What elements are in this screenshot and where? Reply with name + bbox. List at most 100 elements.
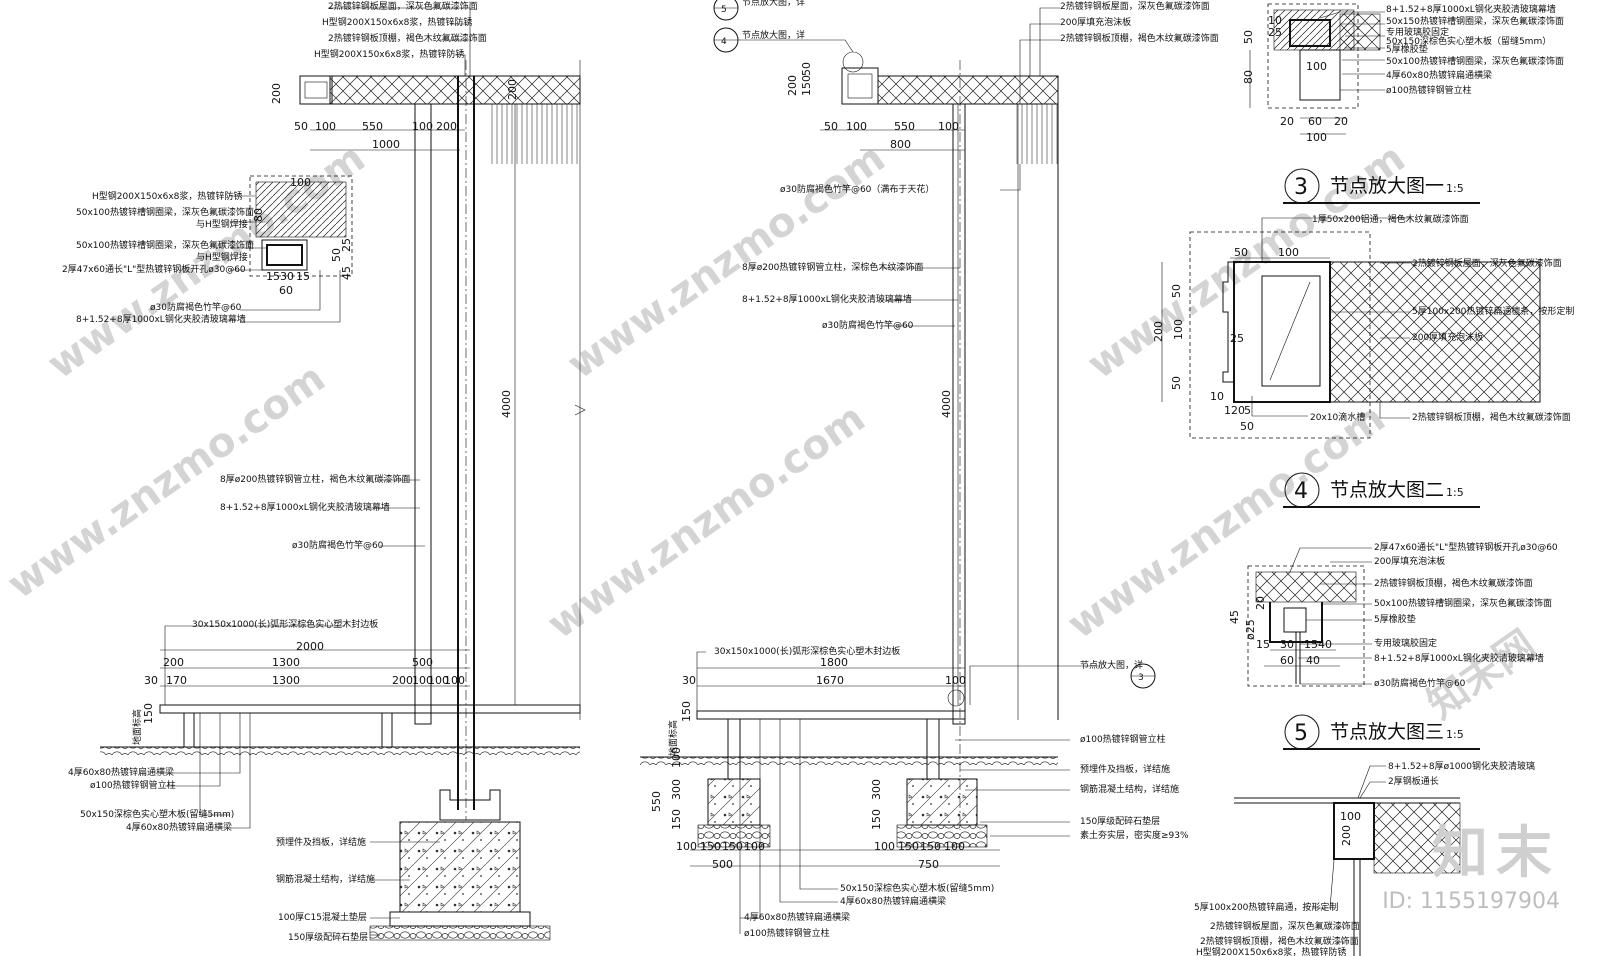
svg-text:ø30防腐褐色竹竿@60: ø30防腐褐色竹竿@60 xyxy=(822,319,914,331)
svg-text:100: 100 xyxy=(676,840,697,853)
svg-text:ø100热镀锌钢管立柱: ø100热镀锌钢管立柱 xyxy=(1080,733,1166,745)
brand-watermark: 知末 ID: 1155197904 xyxy=(1382,808,1560,914)
svg-text:500: 500 xyxy=(412,656,433,669)
svg-text:50x100热镀锌槽钢圈梁，深灰色氟碳漆饰面: 50x100热镀锌槽钢圈梁，深灰色氟碳漆饰面 xyxy=(1374,597,1552,609)
elevation-1: 2热镀锌钢板屋面，深灰色氟碳漆饰面 H型钢200X150x6x8浆，热镀锌防锈 … xyxy=(62,0,586,943)
svg-text:节点放大图，详: 节点放大图，详 xyxy=(1080,659,1143,671)
svg-text:8+1.52+8厚ø1000钢化夹胶清玻璃: 8+1.52+8厚ø1000钢化夹胶清玻璃 xyxy=(1388,760,1535,772)
svg-text:1厚50x200铝通，褐色木纹氟碳漆饰面: 1厚50x200铝通，褐色木纹氟碳漆饰面 xyxy=(1312,213,1469,225)
svg-text:200厚填充泡沫板: 200厚填充泡沫板 xyxy=(1374,555,1445,567)
elevation-2: 2热镀锌钢板屋面，深灰色氟碳漆饰面 200厚填充泡沫板 2热镀锌钢板顶棚，褐色木… xyxy=(640,0,1219,939)
svg-text:1300: 1300 xyxy=(272,656,300,669)
ceiling-bamboo-2 xyxy=(1015,104,1060,164)
svg-text:1300: 1300 xyxy=(272,674,300,687)
elevation-2-dims: 50 150 200 50 100 550 100 800 4000 1800 … xyxy=(650,62,966,871)
svg-text:100: 100 xyxy=(670,747,683,768)
deck-1 xyxy=(159,704,581,714)
svg-text:15: 15 xyxy=(266,270,280,283)
svg-text:钢筋混凝土结构，详结施: 钢筋混凝土结构，详结施 xyxy=(1080,783,1179,795)
svg-text:100: 100 xyxy=(744,840,765,853)
svg-text:750: 750 xyxy=(918,858,939,871)
svg-text:1670: 1670 xyxy=(816,674,844,687)
svg-text:550: 550 xyxy=(362,120,383,133)
elevation-1-dims: 200 50 100 550 100 200 1000 200 100 80 6… xyxy=(142,79,519,724)
note: 50x100热镀锌槽钢圈梁，深灰色氟碳漆饰面 xyxy=(76,206,254,218)
detail-5-title: 节点放大图三 xyxy=(1330,721,1444,743)
svg-text:150: 150 xyxy=(722,840,743,853)
svg-text:550: 550 xyxy=(650,791,663,812)
note: 150厚级配碎石垫层 xyxy=(288,931,368,943)
note: 2热镀锌钢板顶棚，褐色木纹氟碳漆饰面 xyxy=(328,32,487,44)
note: 50x100热镀锌槽钢圈梁，深灰色氟碳漆饰面 xyxy=(76,239,254,251)
svg-text:10: 10 xyxy=(1268,14,1282,27)
svg-text:50: 50 xyxy=(1170,376,1183,390)
svg-text:20: 20 xyxy=(1334,115,1348,128)
svg-text:30x150x1000(长)弧形深棕色实心塑木封边板: 30x150x1000(长)弧形深棕色实心塑木封边板 xyxy=(714,645,900,657)
svg-text:ø30防腐褐色竹竿@60: ø30防腐褐色竹竿@60 xyxy=(1374,677,1466,689)
svg-text:2厚钢板通长: 2厚钢板通长 xyxy=(1388,775,1439,787)
svg-text:100: 100 xyxy=(412,674,433,687)
note: 4厚60x80热镀锌扁通横梁 xyxy=(68,766,174,778)
svg-text:50: 50 xyxy=(1234,246,1248,259)
svg-text:100: 100 xyxy=(846,120,867,133)
svg-text:2热镀锌钢板屋面，深灰色氟碳漆饰面: 2热镀锌钢板屋面，深灰色氟碳漆饰面 xyxy=(1060,0,1210,12)
svg-text:50: 50 xyxy=(1240,420,1254,433)
glass-wall-2 xyxy=(952,103,966,725)
svg-text:25: 25 xyxy=(1268,26,1282,39)
ground-gravel-1 xyxy=(100,747,580,755)
svg-text:预埋件及挡板，详结施: 预埋件及挡板，详结施 xyxy=(1080,763,1170,775)
level-label: 地面标高 xyxy=(131,709,143,745)
svg-text:100: 100 xyxy=(874,840,895,853)
svg-text:专用玻璃胶固定: 专用玻璃胶固定 xyxy=(1386,26,1449,38)
note: ø30防腐褐色竹竿@60 xyxy=(150,301,242,313)
svg-text:5厚橡胶垫: 5厚橡胶垫 xyxy=(1374,613,1416,625)
watermark-site-6: www.znzmo.com xyxy=(1059,395,1393,648)
svg-text:50: 50 xyxy=(1170,284,1183,298)
svg-text:5厚100x200热镀锌扁通檩条，按形定制: 5厚100x200热镀锌扁通檩条，按形定制 xyxy=(1412,305,1574,317)
brand-logo: 知末 xyxy=(1432,821,1560,886)
svg-text:150厚级配碎石垫层: 150厚级配碎石垫层 xyxy=(1080,815,1160,827)
svg-text:45: 45 xyxy=(340,266,353,280)
svg-text:150: 150 xyxy=(870,809,883,830)
svg-text:170: 170 xyxy=(166,674,187,687)
svg-text:专用玻璃胶固定: 专用玻璃胶固定 xyxy=(1374,637,1437,649)
svg-text:ø100热镀锌钢管立柱: ø100热镀锌钢管立柱 xyxy=(1386,84,1472,96)
svg-text:20: 20 xyxy=(1254,596,1267,610)
svg-text:30: 30 xyxy=(682,674,696,687)
svg-text:4000: 4000 xyxy=(500,390,513,418)
svg-text:8+1.52+8厚1000xL钢化夹胶清玻璃幕墙: 8+1.52+8厚1000xL钢化夹胶清玻璃幕墙 xyxy=(1386,3,1556,15)
svg-text:120: 120 xyxy=(1224,404,1245,417)
svg-text:节点放大图，详: 节点放大图，详 xyxy=(742,0,805,8)
svg-text:5: 5 xyxy=(1294,721,1308,746)
svg-text:50: 50 xyxy=(294,120,308,133)
svg-text:节点放大图，详: 节点放大图，详 xyxy=(742,29,805,41)
svg-text:30: 30 xyxy=(280,270,294,283)
svg-text:4厚60x80热镀锌扁通横梁: 4厚60x80热镀锌扁通横梁 xyxy=(744,911,850,923)
detail-3-title: 节点放大图一 xyxy=(1330,175,1444,197)
svg-text:50: 50 xyxy=(800,62,813,76)
svg-text:200: 200 xyxy=(506,79,519,100)
svg-text:50x100热镀锌槽钢圈梁，深灰色氟碳漆饰面: 50x100热镀锌槽钢圈梁，深灰色氟碳漆饰面 xyxy=(1386,55,1564,67)
svg-text:2000: 2000 xyxy=(296,640,324,653)
callout-numbers: 5 4 3 xyxy=(721,5,1144,683)
note: 8厚ø200热镀锌钢管立柱，褐色木纹氟碳漆饰面 xyxy=(220,473,410,485)
svg-text:8厚ø200热镀锌钢管立柱，深棕色木纹漆饰面: 8厚ø200热镀锌钢管立柱，深棕色木纹漆饰面 xyxy=(742,261,923,273)
watermark-site-3: www.znzmo.com xyxy=(559,135,893,388)
svg-text:4000: 4000 xyxy=(940,390,953,418)
detail-bubble-1 xyxy=(249,175,353,277)
note: 钢筋混凝土结构，详结施 xyxy=(276,873,375,885)
detail-3: 3 节点放大图一 1:5 1厚50x200铝通，褐色木纹氟碳漆饰面 2热镀锌钢板… xyxy=(1152,168,1574,439)
svg-text:地面标高: 地面标高 xyxy=(667,720,679,756)
svg-text:100: 100 xyxy=(1172,319,1185,340)
svg-text:4: 4 xyxy=(1294,479,1308,504)
svg-text:100: 100 xyxy=(1306,131,1327,144)
svg-text:50: 50 xyxy=(824,120,838,133)
detail-4: 4 节点放大图二 1:5 2厚47x60通长"L"型热镀锌钢板开孔ø30@60 … xyxy=(1228,472,1558,689)
svg-text:150: 150 xyxy=(920,840,941,853)
detail-5: 5 节点放大图三 1:5 8+1.52+8厚ø1000钢化夹胶清玻璃 2厚钢板通… xyxy=(1194,714,1535,956)
watermark-brand: 知末网 xyxy=(1419,622,1544,729)
note: ø100热镀锌钢管立柱 xyxy=(90,779,176,791)
svg-text:4: 4 xyxy=(721,37,727,47)
note: ø30防腐褐色竹竿@60 xyxy=(292,539,384,551)
svg-text:200: 200 xyxy=(270,83,283,104)
